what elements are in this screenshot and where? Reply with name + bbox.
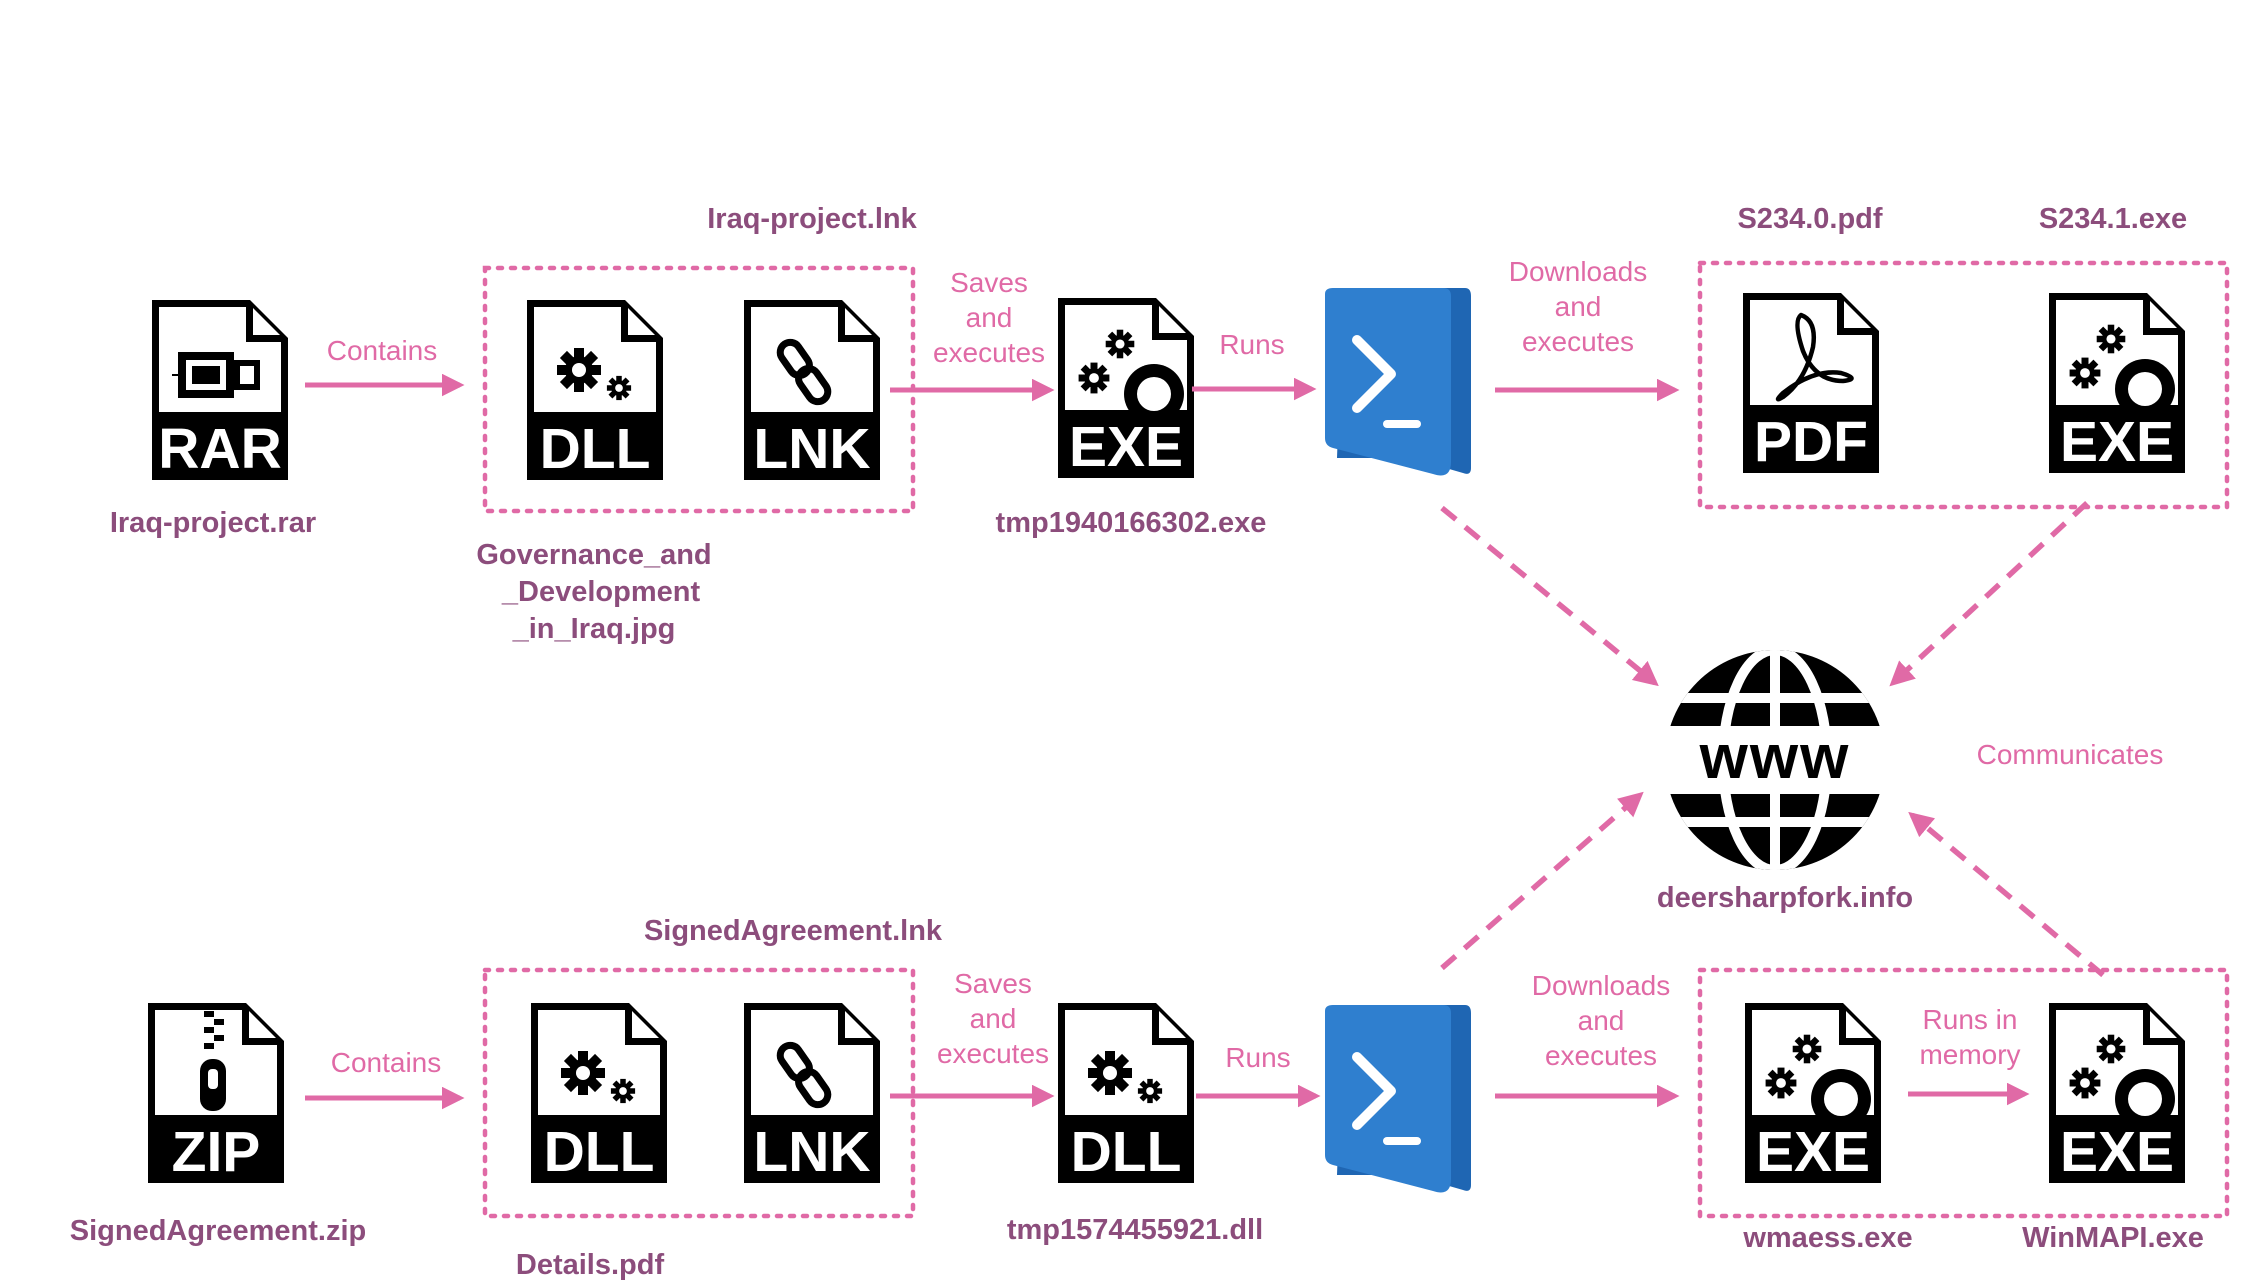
downloads-label-line3: executes xyxy=(1522,326,1634,357)
dll-file-icon: DLL xyxy=(1058,1003,1194,1184)
exe2-filename: WinMAPI.exe xyxy=(2022,1222,2204,1254)
comm-arrow-winmapi xyxy=(1908,811,2105,978)
downloads-container-box xyxy=(1697,967,2230,1219)
powershell-icon xyxy=(1325,1005,1471,1193)
exe-file-icon: EXE xyxy=(1058,298,1194,479)
exe-file-icon: EXE xyxy=(1745,1003,1881,1184)
pdf-filename: S234.0.pdf xyxy=(1737,203,1882,235)
comm-arrow-s234-exe xyxy=(1889,500,2089,687)
contains-label: Contains xyxy=(331,1047,442,1078)
dll-file-icon: DLL xyxy=(531,1003,667,1184)
file-type-label: ZIP xyxy=(172,1120,261,1184)
comm-arrow-ps-bottom xyxy=(1440,791,1644,971)
exe1-filename: wmaess.exe xyxy=(1742,1222,1912,1254)
dll-filename: Details.pdf xyxy=(516,1249,665,1281)
saves-label-line3: executes xyxy=(937,1038,1049,1069)
saves-label-line1: Saves xyxy=(954,968,1032,999)
gear-icon xyxy=(557,348,601,392)
downloads-label-line1: Downloads xyxy=(1532,970,1671,1001)
powershell-icon xyxy=(1325,288,1471,476)
file-type-label: PDF xyxy=(1754,410,1868,474)
acrobat-icon xyxy=(1775,312,1854,402)
payload-filename: tmp1574455921.dll xyxy=(1007,1214,1263,1246)
contains-label: Contains xyxy=(327,335,438,366)
file-type-label: LNK xyxy=(753,417,870,481)
downloads-label-line1: Downloads xyxy=(1509,256,1648,287)
exe-file-icon: EXE xyxy=(2049,293,2185,474)
dll-filename-line3: _in_Iraq.jpg xyxy=(512,613,676,645)
file-type-label: DLL xyxy=(1071,1120,1182,1184)
payload-filename: tmp1940166302.exe xyxy=(996,507,1267,539)
group-title: Iraq-project.lnk xyxy=(707,203,917,235)
dll-file-icon: DLL xyxy=(527,300,663,481)
lnk-container-box xyxy=(482,967,916,1219)
file-type-label: DLL xyxy=(540,417,651,481)
file-type-label: EXE xyxy=(1069,415,1183,479)
downloads-label-line2: and xyxy=(1555,291,1602,322)
file-type-label: EXE xyxy=(2060,410,2174,474)
www-text: www xyxy=(1699,723,1851,792)
exe-filename: S234.1.exe xyxy=(2039,203,2187,235)
file-type-label: LNK xyxy=(753,1120,870,1184)
saves-label-line3: executes xyxy=(933,337,1045,368)
dll-filename-line2: _Development xyxy=(501,576,701,608)
downloads-label-line2: and xyxy=(1578,1005,1625,1036)
group-title: SignedAgreement.lnk xyxy=(644,915,943,947)
file-type-label: DLL xyxy=(544,1120,655,1184)
pdf-file-icon: PDF xyxy=(1743,293,1879,474)
archive-press-icon xyxy=(172,352,260,398)
saves-label-line2: and xyxy=(966,302,1013,333)
zip-filename: SignedAgreement.zip xyxy=(70,1215,367,1247)
rar-file-icon: RAR xyxy=(152,300,288,481)
runs-in-memory-line2: memory xyxy=(1919,1039,2020,1070)
saves-label-line1: Saves xyxy=(950,267,1028,298)
chain-link-icon xyxy=(776,1041,832,1109)
runs-label: Runs xyxy=(1225,1042,1290,1073)
globe-www-icon: www xyxy=(1659,650,1891,870)
dll-filename-line1: Governance_and xyxy=(476,539,711,571)
file-type-label: RAR xyxy=(158,417,282,481)
runs-in-memory-line1: Runs in xyxy=(1923,1004,2018,1035)
zipper-icon xyxy=(200,1011,226,1111)
runs-label: Runs xyxy=(1219,329,1284,360)
downloads-label-line3: executes xyxy=(1545,1040,1657,1071)
lnk-file-icon: LNK xyxy=(744,300,880,481)
file-type-label: EXE xyxy=(2060,1120,2174,1184)
zip-file-icon: ZIP xyxy=(148,1003,284,1184)
c2-domain: deersharpfork.info xyxy=(1657,882,1913,914)
communicates-label: Communicates xyxy=(1977,739,2164,770)
file-type-label: EXE xyxy=(1756,1120,1870,1184)
chain-link-icon xyxy=(776,338,832,406)
lnk-file-icon: LNK xyxy=(744,1003,880,1184)
exe-file-icon: EXE xyxy=(2049,1003,2185,1184)
rar-filename: Iraq-project.rar xyxy=(110,507,316,539)
comm-arrow-ps-top xyxy=(1440,505,1659,687)
downloads-container-box xyxy=(1697,260,2230,510)
saves-label-line2: and xyxy=(970,1003,1017,1034)
